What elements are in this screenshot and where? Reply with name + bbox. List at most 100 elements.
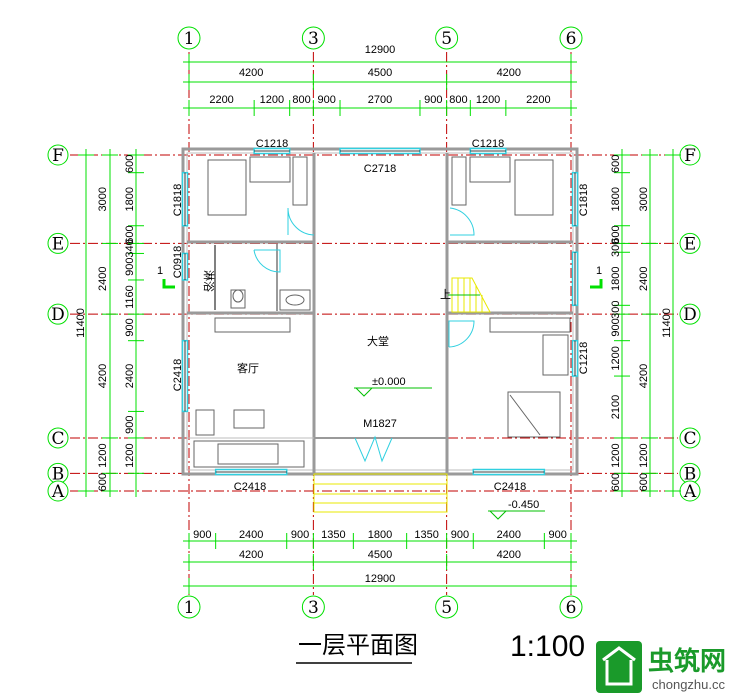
entrance-steps [313, 473, 448, 513]
dimension-value: 600 [638, 473, 650, 491]
dimension-value: 4500 [368, 67, 392, 79]
svg-text:5: 5 [441, 598, 452, 618]
furniture [193, 156, 571, 468]
bed-left [207, 159, 247, 216]
svg-text:1: 1 [184, 29, 195, 49]
svg-text:F: F [684, 146, 696, 166]
window-c2418-bottom-left [214, 468, 288, 476]
dimension-value: 1160 [124, 285, 136, 309]
dimension-value: 300 [610, 239, 622, 257]
svg-text:C: C [683, 429, 696, 449]
axis-bubble-6-top: 6 [559, 26, 583, 50]
window-c-right-middle [571, 251, 579, 307]
dimension-value: 900 [451, 529, 469, 541]
axis-bubble-C-right: C [679, 427, 701, 449]
dimension-value: 2400 [97, 267, 109, 291]
axis-bubble-E-right: E [679, 232, 701, 254]
axis-bubble-F-right: F [679, 144, 701, 166]
window-label-c2418-bottom-right: C2418 [494, 481, 526, 493]
window-label-c2418-left: C2418 [172, 359, 184, 391]
window-c2418-left [181, 339, 189, 413]
dimension-value: 900 [124, 258, 136, 276]
svg-text:3: 3 [308, 598, 319, 618]
staircase[interactable] [448, 277, 491, 313]
dimension-value: 1200 [610, 443, 622, 467]
dimension-value: 900 [124, 416, 136, 434]
svg-text:D: D [683, 305, 697, 325]
window-c1218-top-left [253, 147, 291, 155]
dimension-value: 600 [610, 155, 622, 173]
svg-text:C: C [51, 429, 64, 449]
room-label-bath: 淋浴 [202, 270, 215, 292]
axis-bubble-6-bottom: 6 [559, 595, 583, 619]
dimension-value: 2400 [239, 529, 263, 541]
windows [181, 147, 579, 476]
dimension-value: 1800 [124, 187, 136, 211]
dimension-value: 2100 [610, 395, 622, 419]
drawing-scale: 1:100 [510, 630, 585, 663]
axis-bubble-E-left: E [47, 232, 69, 254]
room-label-hall: 大堂 [367, 334, 389, 348]
svg-text:5: 5 [441, 29, 452, 49]
dimension-value: 1200 [638, 443, 650, 467]
dimension-value: 12900 [365, 44, 396, 56]
dimension-value: 3000 [638, 187, 650, 211]
dimension-value: 11400 [75, 308, 87, 338]
dimension-value: 900 [424, 94, 442, 106]
dim-top-total: 12900 [183, 44, 577, 70]
dimension-value: 1200 [124, 443, 136, 467]
svg-text:6: 6 [566, 29, 577, 49]
dimension-value: 2400 [638, 267, 650, 291]
dimension-value: 340 [124, 239, 136, 257]
dimension-value: 2200 [209, 94, 233, 106]
dimension-value: 600 [124, 155, 136, 173]
dimension-value: 800 [292, 94, 310, 106]
axis-bubble-3-top: 3 [301, 26, 325, 50]
window-c2418-bottom-right [472, 468, 546, 476]
axis-bubble-F-left: F [47, 144, 69, 166]
dim-bottom-total: 12900 [183, 573, 577, 594]
section-number-right: 1 [596, 265, 602, 277]
drawing-title: 一层平面图 [298, 631, 418, 659]
svg-text:E: E [52, 234, 64, 254]
watermark: 虫筑网 chongzhu.cc [596, 641, 726, 693]
dimension-value: 300 [610, 301, 622, 319]
window-label-c0918-left: C0918 [172, 246, 184, 278]
axis-bubble-3-bottom: 3 [301, 595, 325, 619]
dimension-value: 4500 [368, 549, 392, 561]
dimension-value: 2200 [526, 94, 550, 106]
dimension-value: 3000 [97, 187, 109, 211]
dimension-value: 12900 [365, 573, 396, 585]
svg-text:1: 1 [184, 598, 195, 618]
dimension-value: 2400 [497, 529, 521, 541]
door-label-m1827: M1827 [363, 418, 397, 430]
dimension-value: 900 [124, 318, 136, 336]
svg-text:3: 3 [308, 29, 319, 49]
dimension-value: 1200 [476, 94, 500, 106]
axis-bubble-1-bottom: 1 [177, 595, 201, 619]
axis-bubble-C-left: C [47, 427, 69, 449]
axis-bubble-A-left: A [47, 480, 69, 502]
axis-bubble-1-top: 1 [177, 26, 201, 50]
door-swings [253, 207, 475, 463]
axis-bubble-D-right: D [679, 303, 701, 325]
dimension-value: 11400 [661, 308, 673, 338]
dimension-value: 1350 [414, 529, 438, 541]
dimension-value: 4200 [638, 364, 650, 388]
dimension-value: 2700 [368, 94, 392, 106]
window-c1218-top-right [469, 147, 507, 155]
svg-text:A: A [51, 482, 65, 502]
bed-right [514, 159, 554, 216]
section-mark-left: 1 [157, 265, 175, 289]
dimension-value: 4200 [97, 364, 109, 388]
window-label-c1818-left: C1818 [172, 184, 184, 216]
floor-level-text: ±0.000 [372, 376, 406, 388]
axis-bubble-A-right: A [679, 480, 701, 502]
window-c1218-right [571, 339, 579, 377]
window-label-c1218-top-left: C1218 [256, 138, 288, 150]
